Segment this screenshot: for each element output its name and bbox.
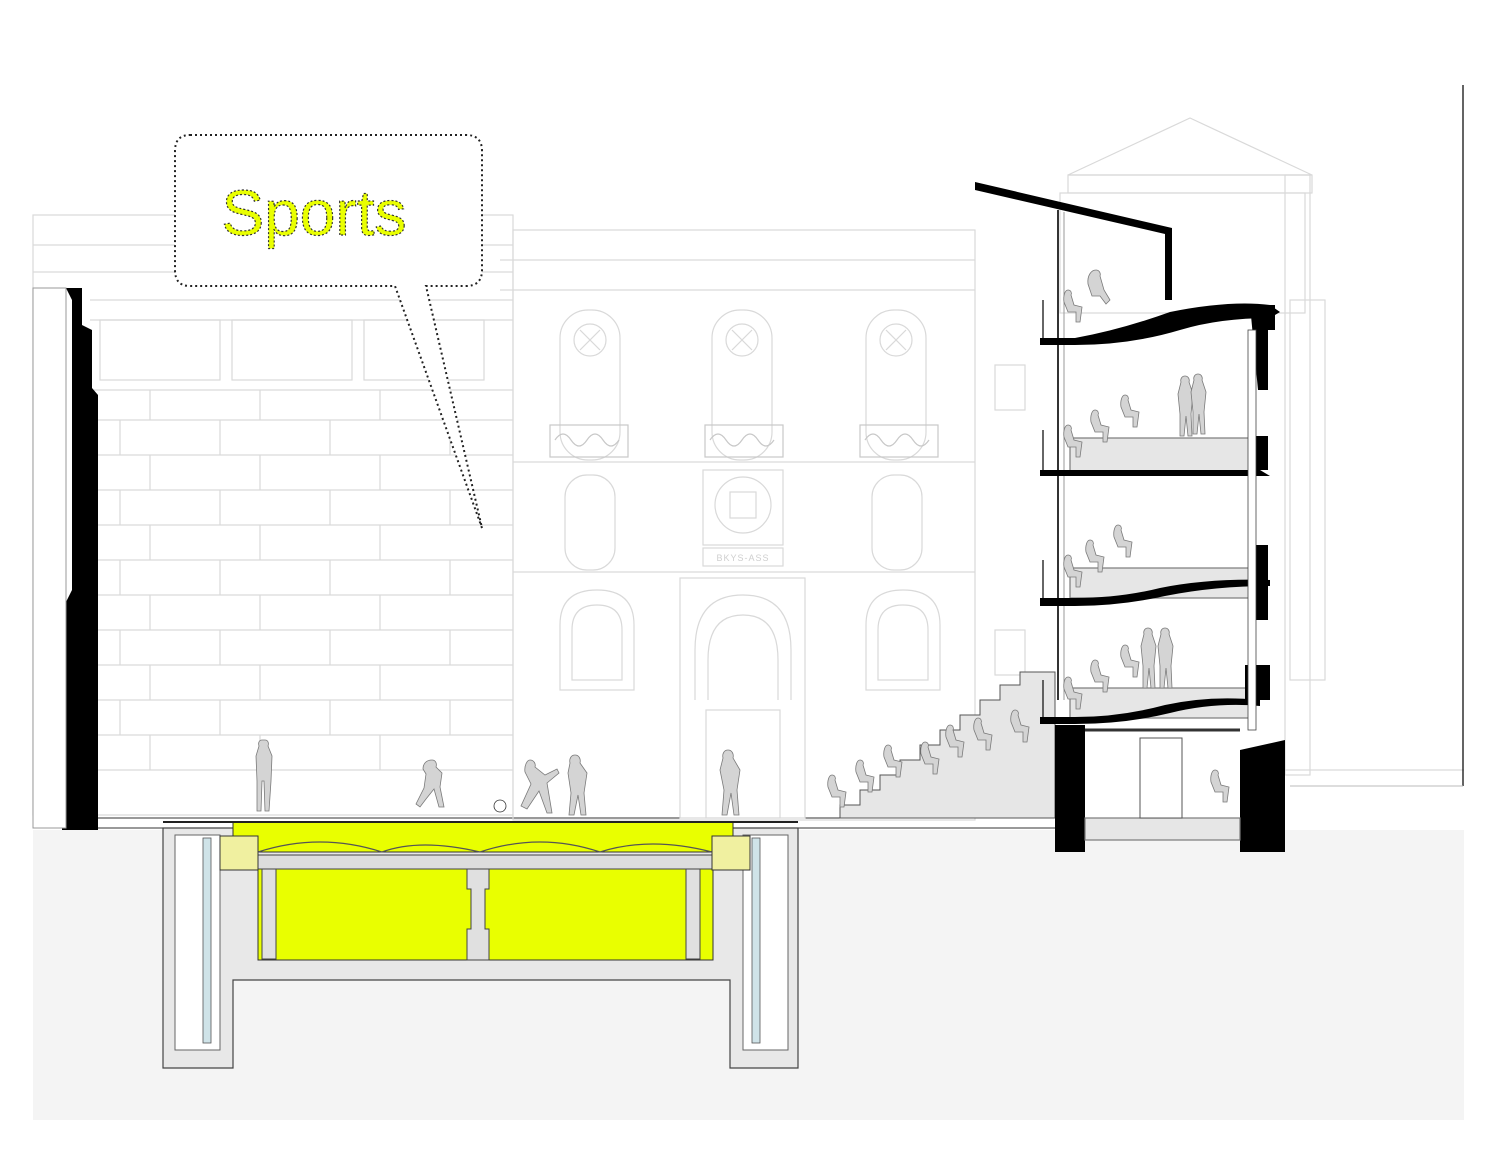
facade-plaque: BKYS-ASS — [716, 553, 769, 563]
sports-label: Sports — [222, 177, 407, 249]
underground-sports-hall — [162, 821, 799, 1069]
left-party-wall — [32, 287, 98, 830]
grandstand-steps — [839, 671, 1056, 819]
sports-callout-bubble: Sports — [174, 134, 483, 529]
human-figures — [255, 269, 1230, 816]
background-facade-left — [32, 214, 514, 816]
right-building-section — [975, 182, 1285, 852]
background-facade-center: BKYS-ASS — [500, 229, 976, 821]
